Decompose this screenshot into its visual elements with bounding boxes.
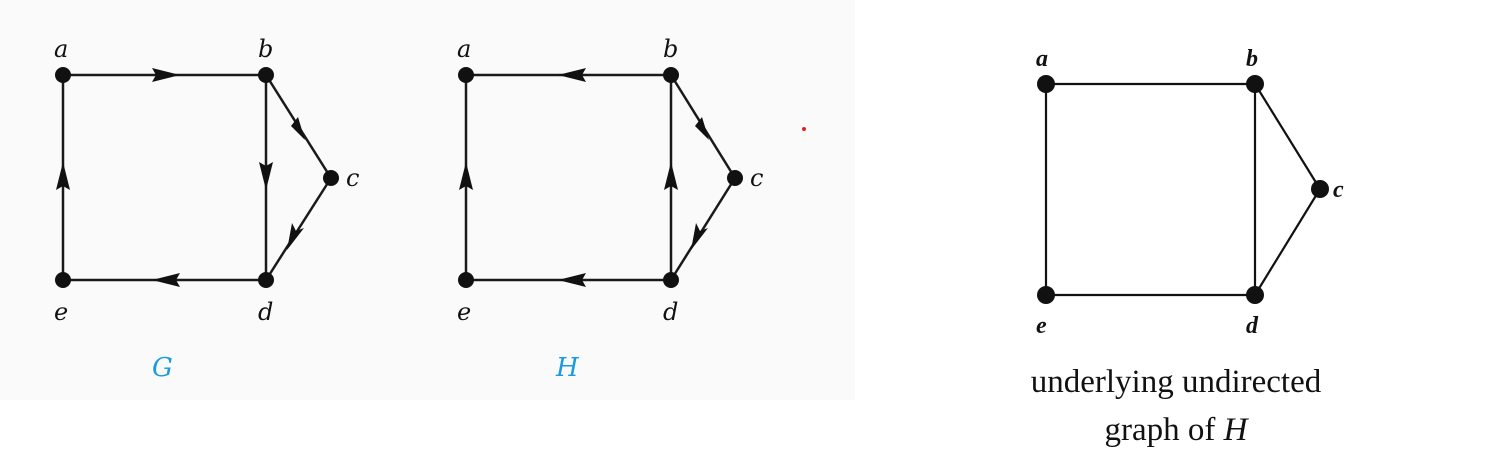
label-h-b: b [663, 35, 678, 63]
vertex-u-b [1246, 75, 1264, 93]
arrow-h-b-c [690, 117, 709, 140]
graph-name-h: H [555, 353, 580, 383]
vertex-h-c [727, 170, 743, 186]
arrow-h-b-a [558, 68, 586, 82]
vertex-h-b [663, 67, 679, 83]
label-g-a: a [54, 35, 68, 63]
label-g-c: c [346, 164, 359, 192]
arrow-h-d-e [558, 273, 586, 287]
panel-directed-graphs [0, 0, 855, 400]
graph-g: a b c d e G [54, 35, 359, 383]
vertex-g-c [323, 170, 339, 186]
edge-u-c-d [1254, 188, 1321, 296]
arrow-g-d-e [152, 273, 180, 287]
caption-line-1: underlying undirected [1031, 364, 1322, 400]
edge-u-b-c [1254, 83, 1321, 190]
arrow-h-c-d [691, 223, 708, 250]
graph-h: a b c d e H [457, 35, 763, 383]
arrow-g-e-a [56, 162, 70, 190]
label-u-b: b [1246, 46, 1258, 72]
label-g-b: b [258, 35, 273, 63]
arrow-h-e-a [459, 162, 473, 190]
label-u-a: a [1036, 46, 1048, 72]
caption-line-2: graph of H [1105, 412, 1250, 448]
caption-line-2-prefix: graph of [1105, 412, 1224, 448]
vertex-h-d [663, 272, 679, 288]
label-h-e: e [457, 298, 471, 326]
graph-name-g: G [152, 353, 173, 383]
caption-line-2-var: H [1223, 412, 1250, 448]
vertex-h-a [458, 67, 474, 83]
vertex-u-a [1037, 75, 1055, 93]
label-u-c: c [1333, 177, 1344, 203]
arrow-g-b-d [259, 162, 273, 190]
label-g-e: e [54, 298, 68, 326]
vertex-g-d [258, 272, 274, 288]
vertex-u-e [1037, 286, 1055, 304]
vertex-g-b [258, 67, 274, 83]
label-h-c: c [750, 164, 763, 192]
arrow-h-d-b [664, 162, 678, 190]
vertex-u-d [1246, 286, 1264, 304]
panel-undirected-graph [965, 30, 1390, 470]
label-h-a: a [457, 35, 471, 63]
vertex-g-e [55, 272, 71, 288]
edge-h-c-d [669, 177, 737, 281]
edge-g-c-d [264, 177, 333, 281]
label-u-e: e [1036, 313, 1047, 339]
arrow-g-c-d [287, 223, 304, 250]
vertex-h-e [458, 272, 474, 288]
stray-dot [802, 127, 806, 131]
label-u-d: d [1246, 313, 1259, 339]
arrow-g-a-b [152, 68, 180, 82]
graph-undirected-h: a b c d e underlying undirected graph of… [1031, 46, 1344, 448]
label-g-d: d [258, 298, 273, 326]
vertex-u-c [1311, 180, 1329, 198]
arrow-g-b-c [286, 117, 305, 140]
label-h-d: d [663, 298, 678, 326]
vertex-g-a [55, 67, 71, 83]
